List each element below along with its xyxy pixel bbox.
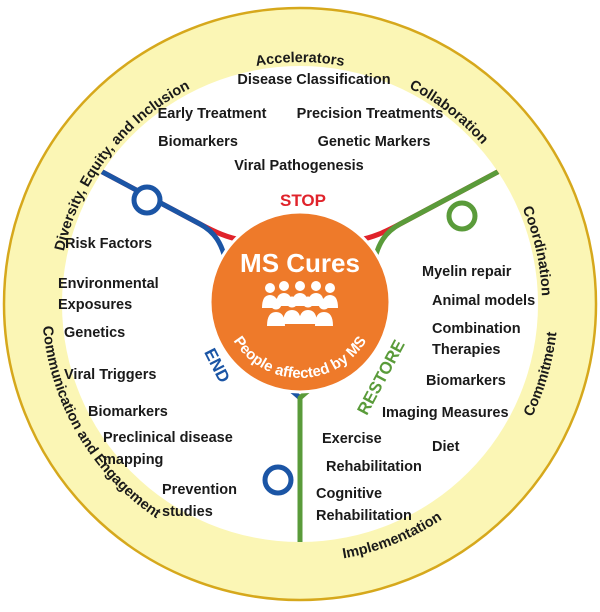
restore-item: Myelin repair <box>422 264 512 280</box>
restore-item: Exercise <box>322 431 382 447</box>
end-item: studies <box>162 504 213 520</box>
stop-label: STOP <box>280 191 326 210</box>
stop-item: Precision Treatments <box>297 106 444 122</box>
end-item: mapping <box>103 452 163 468</box>
end-item: Risk Factors <box>65 236 152 252</box>
end-item: Genetics <box>64 325 125 341</box>
restore-item: Biomarkers <box>426 373 506 389</box>
end-item: Prevention <box>162 482 237 498</box>
stop-restore-puzzle-knob <box>446 200 478 232</box>
end-items: Risk Factors Environmental Exposures Gen… <box>58 236 237 520</box>
end-item: Preclinical disease <box>103 430 233 446</box>
stop-items: Disease Classification Early Treatment P… <box>158 72 444 174</box>
restore-item: Imaging Measures <box>382 405 509 421</box>
restore-item: Therapies <box>432 342 501 358</box>
people-group-icon <box>262 281 338 326</box>
stop-item: Disease Classification <box>237 72 390 88</box>
end-item: Environmental <box>58 276 159 292</box>
center-title: MS Cures <box>240 248 360 278</box>
restore-item: Cognitive <box>316 486 382 502</box>
end-restore-puzzle-knob <box>262 464 294 496</box>
restore-items: Myelin repair Animal models Combination … <box>316 264 535 524</box>
stop-item: Biomarkers <box>158 134 238 150</box>
restore-item: Rehabilitation <box>326 459 422 475</box>
restore-item: Diet <box>432 439 460 455</box>
end-item: Viral Triggers <box>64 367 156 383</box>
stop-item: Viral Pathogenesis <box>234 158 363 174</box>
restore-item: Rehabilitation <box>316 508 412 524</box>
stop-end-puzzle-knob <box>131 184 163 216</box>
stop-item: Early Treatment <box>158 106 267 122</box>
end-item: Exposures <box>58 297 132 313</box>
end-item: Biomarkers <box>88 404 168 420</box>
stop-item: Genetic Markers <box>318 134 431 150</box>
ring-accelerators: Accelerators <box>254 50 345 70</box>
restore-item: Combination <box>432 321 521 337</box>
restore-item: Animal models <box>432 293 535 309</box>
